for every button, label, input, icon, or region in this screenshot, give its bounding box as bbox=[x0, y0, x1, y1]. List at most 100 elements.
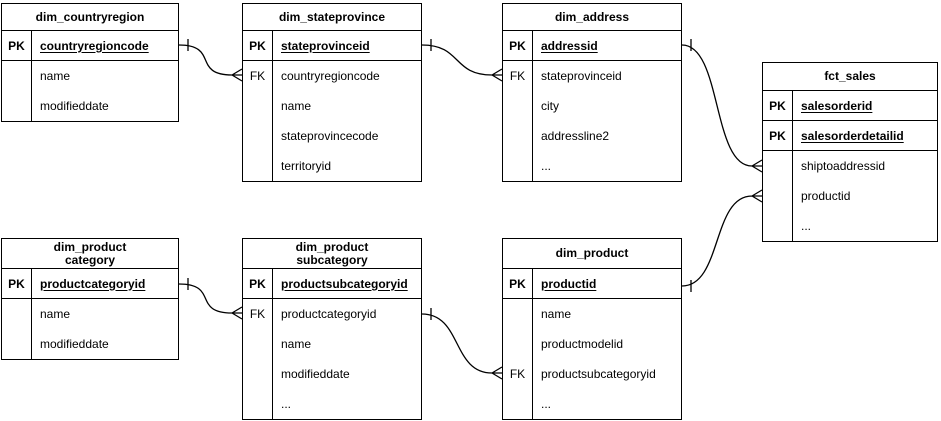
field-name: salesorderdetailid bbox=[801, 128, 904, 143]
field-name: productid bbox=[541, 276, 597, 291]
table-title: dim_product category bbox=[2, 239, 178, 269]
table-row[interactable]: PK productsubcategoryid bbox=[243, 269, 421, 299]
table-row[interactable]: PK salesorderdetailid bbox=[763, 121, 937, 151]
relationship-line bbox=[421, 308, 503, 380]
table-title: dim_countryregion bbox=[2, 4, 178, 31]
connector-productsubcategory-to-product[interactable] bbox=[421, 308, 503, 380]
table-row[interactable]: ... bbox=[503, 389, 681, 419]
table-row[interactable]: name bbox=[503, 299, 681, 329]
table-row[interactable]: PK productid bbox=[503, 269, 681, 299]
table-row[interactable]: ... bbox=[243, 389, 421, 419]
table-row[interactable]: FK productcategoryid bbox=[243, 299, 421, 329]
table-row[interactable]: PK stateprovinceid bbox=[243, 31, 421, 61]
table-title: dim_product bbox=[503, 239, 681, 269]
relationship-line bbox=[178, 278, 243, 320]
key-badge: FK bbox=[503, 359, 533, 389]
key-badge: PK bbox=[503, 269, 533, 298]
key-badge: PK bbox=[243, 269, 273, 298]
key-badge bbox=[2, 329, 32, 359]
relationship-line bbox=[178, 39, 243, 82]
field-name: productsubcategoryid bbox=[541, 367, 656, 381]
table-row[interactable]: modifieddate bbox=[2, 91, 178, 121]
table-row[interactable]: name bbox=[2, 61, 178, 91]
field-name: salesorderid bbox=[801, 98, 873, 113]
table-row[interactable]: city bbox=[503, 91, 681, 121]
field-name: name bbox=[281, 337, 312, 351]
field-name: name bbox=[40, 69, 71, 83]
table-row[interactable]: ... bbox=[503, 151, 681, 181]
table-row[interactable]: addressline2 bbox=[503, 121, 681, 151]
table-row[interactable]: name bbox=[2, 299, 178, 329]
field-name: productsubcategoryid bbox=[281, 276, 408, 291]
connector-address-to-fct_sales[interactable] bbox=[681, 39, 763, 173]
table-row[interactable]: modifieddate bbox=[2, 329, 178, 359]
table-row[interactable]: productid bbox=[763, 181, 937, 211]
connector-stateprovince-to-address[interactable] bbox=[421, 39, 503, 82]
key-badge bbox=[2, 61, 32, 91]
key-badge: FK bbox=[243, 299, 273, 329]
field-name: productcategoryid bbox=[40, 276, 146, 291]
key-badge bbox=[503, 299, 533, 329]
connector-product-to-fct_sales[interactable] bbox=[681, 189, 763, 292]
field-name: stateprovincecode bbox=[281, 129, 379, 143]
connector-productcategory-to-productsubcategory[interactable] bbox=[178, 278, 243, 320]
key-badge: FK bbox=[243, 61, 273, 91]
key-badge: PK bbox=[763, 121, 793, 150]
key-badge bbox=[2, 91, 32, 121]
table-title: dim_address bbox=[503, 4, 681, 31]
field-name: ... bbox=[281, 397, 292, 411]
field-name: addressline2 bbox=[541, 129, 610, 143]
field-name: ... bbox=[541, 159, 552, 173]
key-badge: PK bbox=[2, 269, 32, 298]
field-name: productcategoryid bbox=[281, 307, 377, 321]
table-row[interactable]: name bbox=[243, 329, 421, 359]
table-row[interactable]: PK productcategoryid bbox=[2, 269, 178, 299]
table-row[interactable]: PK salesorderid bbox=[763, 91, 937, 121]
key-badge bbox=[763, 211, 793, 241]
table-row[interactable]: FK productsubcategoryid bbox=[503, 359, 681, 389]
field-name: modifieddate bbox=[281, 367, 350, 381]
field-name: countryregioncode bbox=[281, 69, 380, 83]
connector-countryregion-to-stateprovince[interactable] bbox=[178, 39, 243, 82]
table-row[interactable]: stateprovincecode bbox=[243, 121, 421, 151]
field-name: addressid bbox=[541, 38, 598, 53]
field-name: modifieddate bbox=[40, 337, 109, 351]
relationship-line bbox=[421, 39, 503, 82]
table-row[interactable]: modifieddate bbox=[243, 359, 421, 389]
table-title: dim_product subcategory bbox=[243, 239, 421, 269]
key-badge bbox=[763, 181, 793, 211]
table-row[interactable]: name bbox=[243, 91, 421, 121]
table-row[interactable]: FK countryregioncode bbox=[243, 61, 421, 91]
table-title: fct_sales bbox=[763, 63, 937, 91]
field-name: modifieddate bbox=[40, 99, 109, 113]
table-row[interactable]: productmodelid bbox=[503, 329, 681, 359]
field-name: ... bbox=[541, 397, 552, 411]
key-badge bbox=[503, 329, 533, 359]
key-badge bbox=[503, 151, 533, 181]
key-badge: PK bbox=[763, 91, 793, 120]
field-name: stateprovinceid bbox=[541, 69, 622, 83]
table-row[interactable]: territoryid bbox=[243, 151, 421, 181]
field-name: stateprovinceid bbox=[281, 38, 370, 53]
table-row[interactable]: shiptoaddressid bbox=[763, 151, 937, 181]
table-row[interactable]: ... bbox=[763, 211, 937, 241]
key-badge: PK bbox=[2, 31, 32, 60]
key-badge bbox=[2, 299, 32, 329]
key-badge bbox=[503, 389, 533, 419]
field-name: name bbox=[281, 99, 312, 113]
key-badge: PK bbox=[243, 31, 273, 60]
field-name: name bbox=[541, 307, 572, 321]
relationship-line bbox=[681, 39, 763, 173]
field-name: name bbox=[40, 307, 71, 321]
